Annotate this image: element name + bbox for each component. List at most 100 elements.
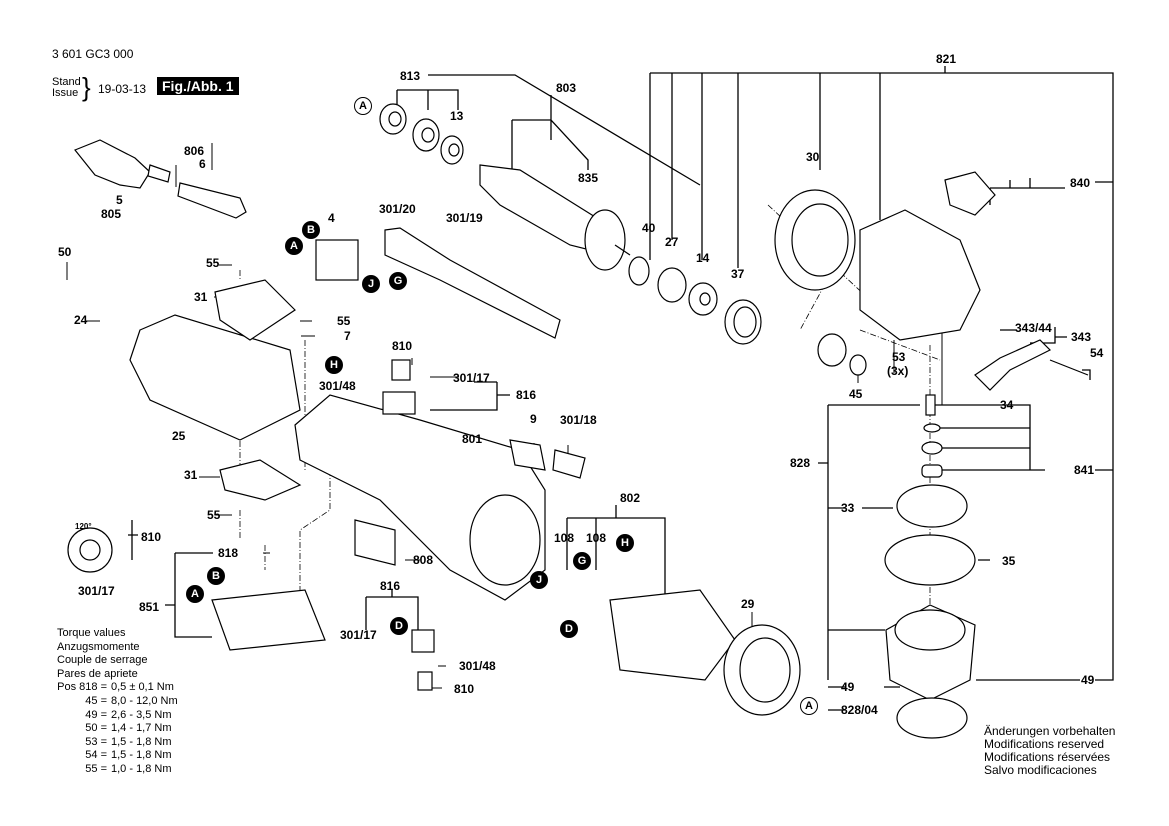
label-9: 9 (530, 412, 537, 426)
torque-row: 49 =2,6 - 3,5 Nm (85, 708, 172, 721)
label-808: 808 (413, 553, 434, 567)
note-en: Modifications reserved (984, 737, 1105, 751)
torque-title-fr: Couple de serrage (57, 654, 148, 667)
label-50: 50 (58, 245, 72, 259)
label-301-19: 301/19 (446, 211, 483, 225)
label-301-48-upper: 301/48 (319, 379, 356, 393)
callout-D-field: D (560, 620, 578, 638)
torque-values-table: Torque values Anzugsmomente Couple de se… (57, 627, 178, 777)
torque-row: Pos 818 =0,5 ± 0,1 Nm (57, 681, 174, 694)
label-45: 45 (849, 387, 863, 401)
label-343: 343 (1071, 330, 1092, 344)
label-49-right: 49 (1081, 673, 1095, 687)
callout-J-switch: J (362, 275, 380, 293)
label-6: 6 (199, 157, 206, 171)
torque-title-es: Pares de apriete (57, 667, 138, 680)
modification-notes: Änderungen vorbehalten Modifications res… (984, 725, 1115, 777)
label-803: 803 (556, 81, 577, 95)
callout-G-switch: G (389, 272, 407, 290)
label-5: 5 (116, 193, 123, 207)
label-841: 841 (1074, 463, 1095, 477)
torque-title-en: Torque values (57, 627, 126, 639)
label-14: 14 (696, 251, 710, 265)
field-coil-part (609, 589, 736, 681)
label-816-lower: 816 (380, 579, 401, 593)
issue-date: 19-03-13 (98, 82, 147, 96)
label-828: 828 (790, 456, 811, 470)
label-810-spring: 810 (141, 530, 162, 544)
label-29: 29 (741, 597, 755, 611)
label-802: 802 (620, 491, 641, 505)
label-801: 801 (462, 432, 483, 446)
cable-sleeve-part (177, 182, 247, 219)
note-de: Änderungen vorbehalten (984, 724, 1116, 738)
label-818: 818 (218, 546, 239, 560)
callout-B-holder: B (207, 567, 225, 585)
label-31-top: 31 (194, 290, 208, 304)
label-301-18: 301/18 (560, 413, 597, 427)
label-805: 805 (101, 207, 122, 221)
label-810-upper: 810 (392, 339, 413, 353)
label-4: 4 (328, 211, 335, 225)
label-806: 806 (184, 144, 205, 158)
label-343-44: 343/44 (1015, 321, 1052, 335)
label-108-left: 108 (554, 531, 575, 545)
label-49-left: 49 (841, 680, 855, 694)
label-35: 35 (1002, 554, 1016, 568)
note-es: Salvo modificaciones (984, 763, 1097, 777)
motor-housing-part (129, 314, 301, 441)
label-840: 840 (1070, 176, 1091, 190)
torque-row: 54 =1,5 - 1,8 Nm (85, 749, 172, 762)
label-31-bottom: 31 (184, 468, 198, 482)
label-301-17-lower: 301/17 (340, 628, 377, 642)
label-108-right: 108 (586, 531, 607, 545)
label-301-17-upper: 301/17 (453, 371, 490, 385)
label-24: 24 (74, 313, 88, 327)
torque-row: 55 =1,0 - 1,8 Nm (85, 762, 172, 775)
label-120-degrees: 120° (75, 522, 92, 531)
torque-row: 45 =8,0 - 12,0 Nm (85, 694, 178, 707)
label-813: 813 (400, 69, 421, 83)
callout-J-field: J (530, 571, 548, 589)
label-54: 54 (1090, 346, 1104, 360)
label-810-lower: 810 (454, 682, 475, 696)
label-828-04: 828/04 (841, 703, 878, 717)
note-fr: Modifications réservées (984, 750, 1111, 764)
torque-title-de: Anzugsmomente (57, 640, 140, 653)
callout-B-cable: B (302, 221, 320, 239)
label-3x: (3x) (887, 364, 909, 378)
label-7: 7 (344, 329, 351, 343)
callout-D-brush: D (390, 617, 408, 635)
label-55-top: 55 (206, 256, 220, 270)
label-33: 33 (841, 501, 855, 515)
figure-label: Fig./Abb. 1 (157, 77, 239, 95)
label-835: 835 (578, 171, 599, 185)
callout-A-baffle: A (800, 697, 818, 715)
callout-A-holder: A (186, 585, 204, 603)
label-13: 13 (450, 109, 464, 123)
label-816-upper: 816 (516, 388, 537, 402)
gear-housing-part (859, 209, 981, 341)
callout-A-bearing: A (354, 97, 372, 115)
label-30: 30 (806, 150, 820, 164)
plug-part (74, 139, 151, 189)
switch-lever-part (384, 227, 561, 339)
label-27: 27 (665, 235, 679, 249)
label-53: 53 (892, 350, 906, 364)
label-37: 37 (731, 267, 745, 281)
torque-row: 53 =1,5 - 1,8 Nm (85, 735, 172, 748)
label-821: 821 (936, 52, 957, 66)
switch-part (315, 239, 359, 281)
label-25: 25 (172, 429, 186, 443)
label-851: 851 (139, 600, 160, 614)
label-301-20: 301/20 (379, 202, 416, 216)
brush-holder-part (211, 589, 326, 651)
label-55-bottom: 55 (207, 508, 221, 522)
stand-label: Stand (52, 76, 81, 88)
leader-821 (650, 72, 1114, 681)
label-55-mid: 55 (337, 314, 351, 328)
label-301-17-spring: 301/17 (78, 584, 115, 598)
label-34: 34 (1000, 398, 1014, 412)
callout-A-cable: A (285, 237, 303, 255)
